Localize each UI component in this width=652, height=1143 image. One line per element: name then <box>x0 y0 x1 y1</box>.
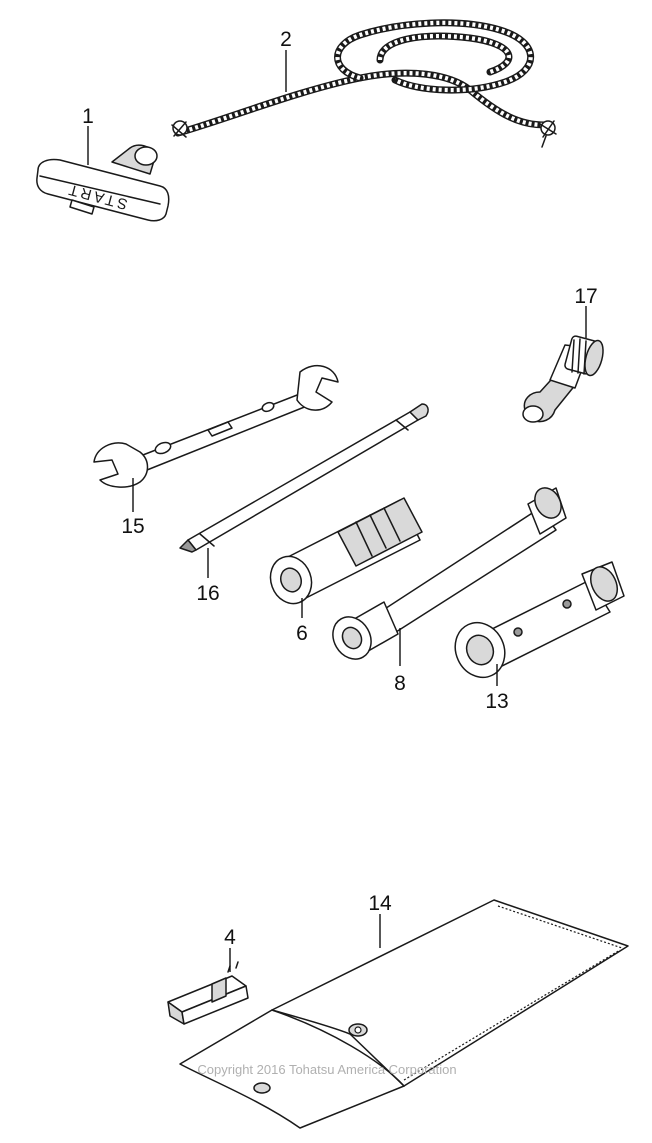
tool-bag-drawing <box>179 899 629 1129</box>
part-label-16: 16 <box>196 582 219 605</box>
double-end-wrench-drawing <box>93 364 339 488</box>
part-label-4: 4 <box>224 926 236 949</box>
leader-lines <box>87 50 587 972</box>
part-labels: 1 2 17 15 16 6 8 13 14 4 <box>82 28 598 949</box>
starter-handle-drawing: START <box>36 144 170 222</box>
box-wrench-long-drawing <box>332 487 567 660</box>
part-label-6: 6 <box>296 622 308 645</box>
starter-rope-drawing <box>171 19 557 148</box>
screwdriver-drawing <box>179 403 429 553</box>
part-label-14: 14 <box>368 892 392 915</box>
stop-switch-clip-drawing <box>167 961 249 1025</box>
copyright-text: Copyright 2016 Tohatsu America Corporati… <box>197 1062 456 1077</box>
part-label-15: 15 <box>121 515 144 538</box>
box-wrench-short-drawing <box>454 561 625 679</box>
part-label-17: 17 <box>574 285 597 308</box>
hose-adapter-drawing <box>522 335 604 423</box>
part-label-1: 1 <box>82 105 94 128</box>
socket-wrench-drawing <box>269 497 423 605</box>
part-label-13: 13 <box>485 690 508 713</box>
part-label-8: 8 <box>394 672 406 695</box>
part-label-2: 2 <box>280 28 292 51</box>
